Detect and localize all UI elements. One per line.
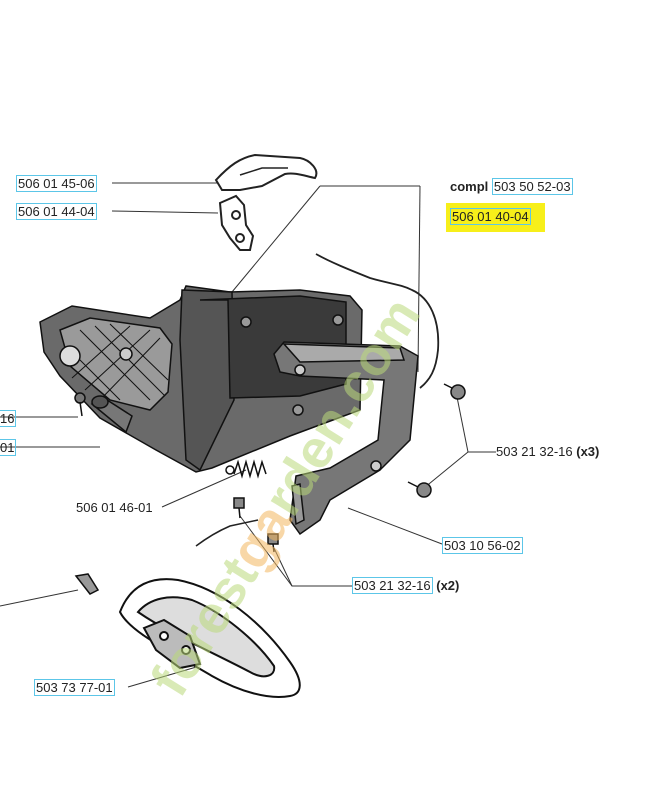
compl-number: 503 50 52-03 bbox=[491, 178, 573, 195]
chain-brake-housing bbox=[39, 285, 363, 473]
screws-x3-number: 503 21 32-16 bbox=[496, 444, 573, 459]
small-screw bbox=[74, 573, 100, 595]
compl-word: compl bbox=[450, 179, 489, 194]
brake-handle bbox=[273, 341, 419, 536]
leader-lines bbox=[0, 182, 496, 688]
screw-parts-x3 bbox=[407, 383, 466, 498]
part-label-bracket: 503 10 56-02 bbox=[442, 537, 523, 554]
part-label-left-cut-2: 01 bbox=[0, 439, 17, 456]
part-label-left-cut-1: 16 bbox=[0, 410, 17, 427]
part-label-spring: 506 01 46-01 bbox=[76, 500, 153, 515]
brake-spring bbox=[225, 459, 267, 479]
screws-x3-qty: (x3) bbox=[576, 444, 600, 459]
screws-x2-number: 503 21 32-16 bbox=[352, 577, 433, 594]
part-label-lever-top: 506 01 45-06 bbox=[16, 175, 97, 192]
screw-parts-x2 bbox=[233, 497, 279, 553]
part-label-highlighted: 506 01 40-04 bbox=[446, 203, 545, 232]
part-label-compl: compl 503 50 52-03 bbox=[450, 178, 573, 195]
lever-part-second bbox=[218, 194, 255, 251]
wire-hook bbox=[195, 519, 259, 547]
highlighted-number: 506 01 40-04 bbox=[450, 208, 531, 225]
screws-x2-qty: (x2) bbox=[436, 578, 460, 593]
brake-cable bbox=[315, 253, 440, 389]
left-spring-screw bbox=[74, 392, 133, 434]
part-label-bottom: 503 73 77-01 bbox=[34, 679, 115, 696]
lever-part-top bbox=[214, 153, 318, 191]
part-label-screws-x2: 503 21 32-16 (x2) bbox=[352, 577, 460, 594]
part-label-screws-x3: 503 21 32-16 (x3) bbox=[496, 444, 599, 459]
part-label-lever-second: 506 01 44-04 bbox=[16, 203, 97, 220]
chain-guard-part bbox=[118, 578, 301, 698]
